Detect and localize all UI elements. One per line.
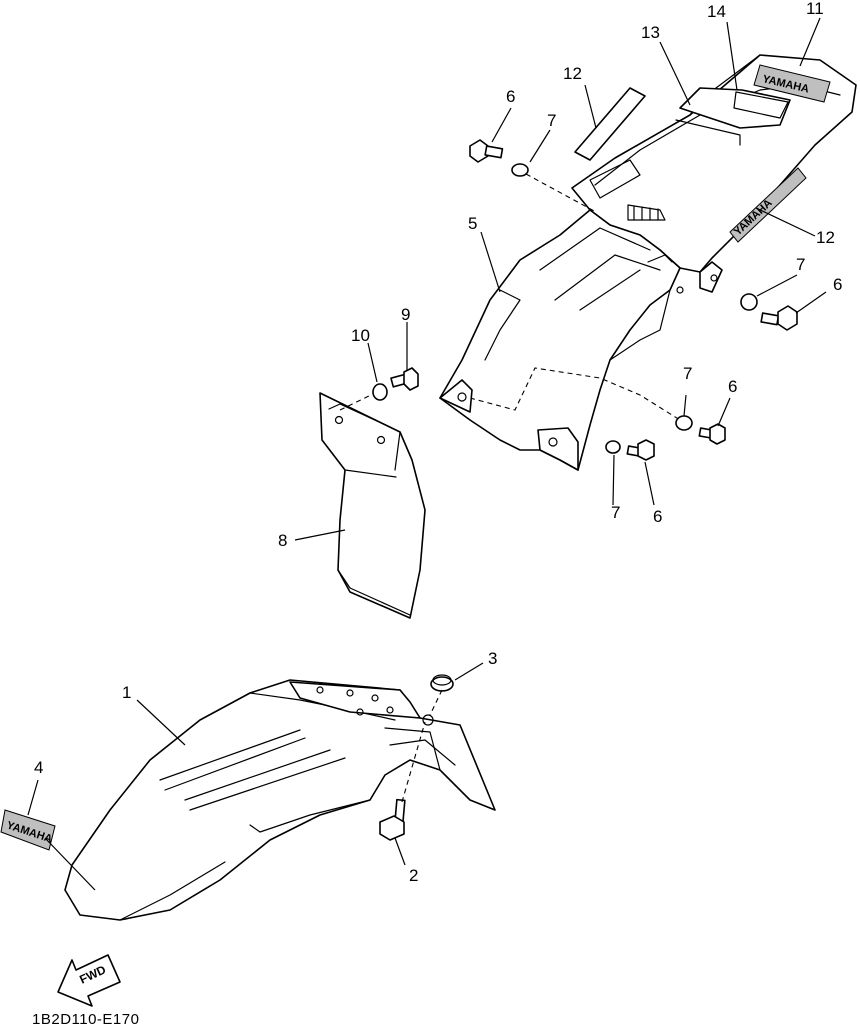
callout-6: 6 [506, 87, 515, 106]
callout-5: 5 [468, 214, 477, 233]
mud-flap [319, 392, 426, 619]
assembly-line [525, 173, 597, 213]
bolt-6-lower [626, 439, 655, 461]
callout-4: 4 [34, 758, 43, 777]
collar-7-mid [675, 415, 693, 431]
callout-12: 12 [563, 64, 582, 83]
callout-2: 2 [409, 866, 418, 885]
bolt-6-right [760, 305, 798, 331]
assembly-line [429, 689, 443, 716]
callout-1: 1 [122, 683, 131, 702]
bolt-9 [390, 367, 419, 391]
collar-7-right [740, 293, 758, 311]
grommet-3 [430, 674, 454, 692]
bolt-2 [379, 798, 406, 841]
bolt-6-mid [698, 423, 726, 445]
collar-7-upper [511, 163, 529, 177]
callout-6: 6 [728, 377, 737, 396]
callout-6: 6 [653, 507, 662, 526]
graphic-strip [574, 87, 646, 161]
callout-6: 6 [833, 275, 842, 294]
callout-7: 7 [611, 503, 620, 522]
callout-9: 9 [401, 305, 410, 324]
callout-3: 3 [488, 649, 497, 668]
diagram-code: 1B2D110-E170 [32, 1011, 140, 1028]
forward-direction-arrow: FWD [57, 954, 121, 1007]
assembly-line [339, 393, 374, 411]
callout-13: 13 [641, 23, 660, 42]
callout-11: 11 [806, 0, 824, 18]
callout-14: 14 [707, 2, 726, 21]
collar-7-lower [605, 440, 621, 454]
bolt-6-upper-left [469, 139, 504, 163]
callout-7: 7 [683, 364, 692, 383]
callout-10: 10 [351, 326, 370, 345]
yamaha-decal-front: YAMAHA [0, 809, 56, 851]
front-fender [64, 679, 496, 921]
callout-12: 12 [816, 228, 835, 247]
callout-8: 8 [278, 531, 287, 550]
washer-10 [372, 383, 388, 401]
assembly-line [401, 721, 426, 803]
callout-7: 7 [796, 255, 805, 274]
yamaha-decal-tail: YAMAHA [753, 64, 831, 103]
callout-7: 7 [547, 111, 556, 130]
leader-lines [27, 17, 827, 891]
rear-fender [439, 54, 857, 471]
